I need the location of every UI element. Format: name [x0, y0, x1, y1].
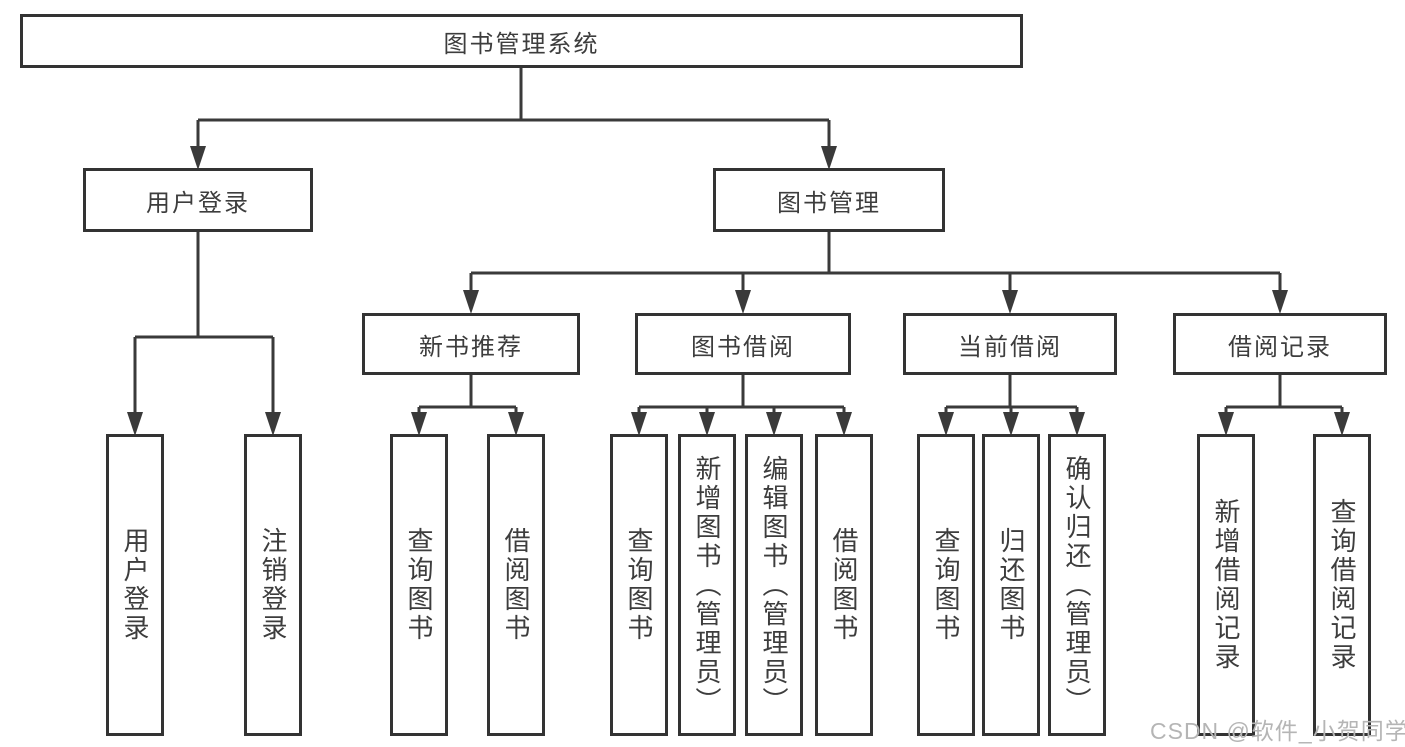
connector-line-new-book-recommend: [417, 375, 518, 414]
node-current-borrowing: 当前借阅: [903, 313, 1117, 375]
node-book-management: 图书管理: [713, 168, 945, 232]
csdn-watermark: CSDN @软件_小贺同学: [1150, 718, 1405, 744]
arrow-head-icon: [1272, 290, 1288, 314]
arrow-head-icon: [411, 412, 427, 436]
node-label: 当前借阅: [958, 333, 1062, 361]
leaf-cb-confirm-return-admin: 确认归还（管理员）: [1048, 434, 1106, 736]
node-label: 借阅图书: [829, 527, 859, 643]
node-label: 图书借阅: [691, 333, 795, 361]
node-label: 确认归还（管理员）: [1062, 454, 1092, 716]
leaf-br-add-record: 新增借阅记录: [1197, 434, 1255, 736]
connector-line-current-borrowing: [944, 375, 1079, 414]
node-label: 查询图书: [404, 527, 434, 643]
node-label: 归还图书: [996, 527, 1026, 643]
node-label: 新增图书（管理员）: [692, 454, 722, 716]
node-label: 查询图书: [624, 527, 654, 643]
leaf-cb-query-books: 查询图书: [917, 434, 975, 736]
leaf-cb-return-books: 归还图书: [982, 434, 1040, 736]
arrow-head-icon: [836, 412, 852, 436]
connector-line-root: [196, 68, 831, 148]
leaf-nb-query-books: 查询图书: [390, 434, 448, 736]
arrow-head-icon: [699, 412, 715, 436]
node-borrowing-records: 借阅记录: [1173, 313, 1387, 375]
arrow-head-icon: [631, 412, 647, 436]
node-library-system: 图书管理系统: [20, 14, 1023, 68]
connector-line-book-management: [469, 232, 1282, 292]
leaf-br-query-record: 查询借阅记录: [1313, 434, 1371, 736]
arrow-head-icon: [735, 290, 751, 314]
node-label: 借阅图书: [501, 527, 531, 643]
node-label: 查询借阅记录: [1327, 498, 1357, 672]
leaf-bb-add-books-admin: 新增图书（管理员）: [678, 434, 736, 736]
leaf-nb-borrow-books: 借阅图书: [487, 434, 545, 736]
arrow-head-icon: [938, 412, 954, 436]
arrow-head-icon: [766, 412, 782, 436]
arrow-head-icon: [1218, 412, 1234, 436]
arrow-head-icon: [265, 412, 281, 436]
arrow-head-icon: [1069, 412, 1085, 436]
leaf-user-login: 用户登录: [106, 434, 164, 736]
arrow-head-icon: [821, 146, 837, 170]
leaf-bb-edit-books-admin: 编辑图书（管理员）: [745, 434, 803, 736]
arrow-head-icon: [127, 412, 143, 436]
node-label: 新增借阅记录: [1211, 498, 1241, 672]
node-label: 用户登录: [146, 189, 250, 217]
node-label: 借阅记录: [1228, 333, 1332, 361]
arrow-head-icon: [1002, 290, 1018, 314]
node-label: 注销登录: [258, 527, 288, 643]
node-new-book-recommend: 新书推荐: [362, 313, 580, 375]
node-label: 编辑图书（管理员）: [759, 454, 789, 716]
arrow-head-icon: [1003, 412, 1019, 436]
arrow-head-icon: [508, 412, 524, 436]
node-book-borrowing: 图书借阅: [635, 313, 851, 375]
node-label: 图书管理: [777, 189, 881, 217]
arrow-head-icon: [1334, 412, 1350, 436]
leaf-logout: 注销登录: [244, 434, 302, 736]
connector-line-book-borrowing: [637, 375, 846, 414]
node-label: 查询图书: [931, 527, 961, 643]
connector-line-borrowing-records: [1224, 375, 1344, 414]
node-label: 用户登录: [120, 527, 150, 643]
connector-line-user-login: [133, 232, 275, 414]
node-label: 新书推荐: [419, 333, 523, 361]
arrow-head-icon: [463, 290, 479, 314]
node-user-login: 用户登录: [83, 168, 313, 232]
node-label: 图书管理系统: [443, 30, 600, 58]
leaf-bb-borrow-books: 借阅图书: [815, 434, 873, 736]
leaf-bb-query-books: 查询图书: [610, 434, 668, 736]
arrow-head-icon: [190, 146, 206, 170]
